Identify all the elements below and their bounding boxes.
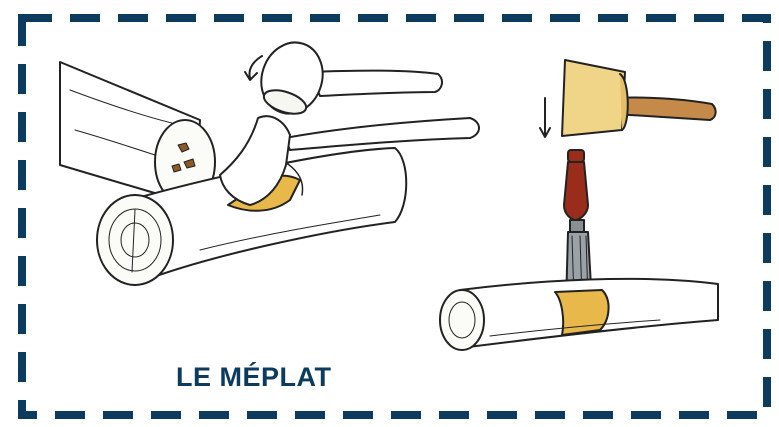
arrow-down-icon (539, 97, 551, 138)
axe-icon (219, 115, 480, 206)
mallet-icon (260, 41, 443, 115)
log-icon (439, 277, 719, 351)
dashed-frame (18, 14, 771, 419)
arrow-down-icon (244, 55, 263, 81)
right-illustration (439, 59, 719, 351)
caption-title: LE MÉPLAT (176, 362, 332, 392)
left-illustration (59, 41, 480, 286)
mallet-icon (561, 59, 717, 137)
